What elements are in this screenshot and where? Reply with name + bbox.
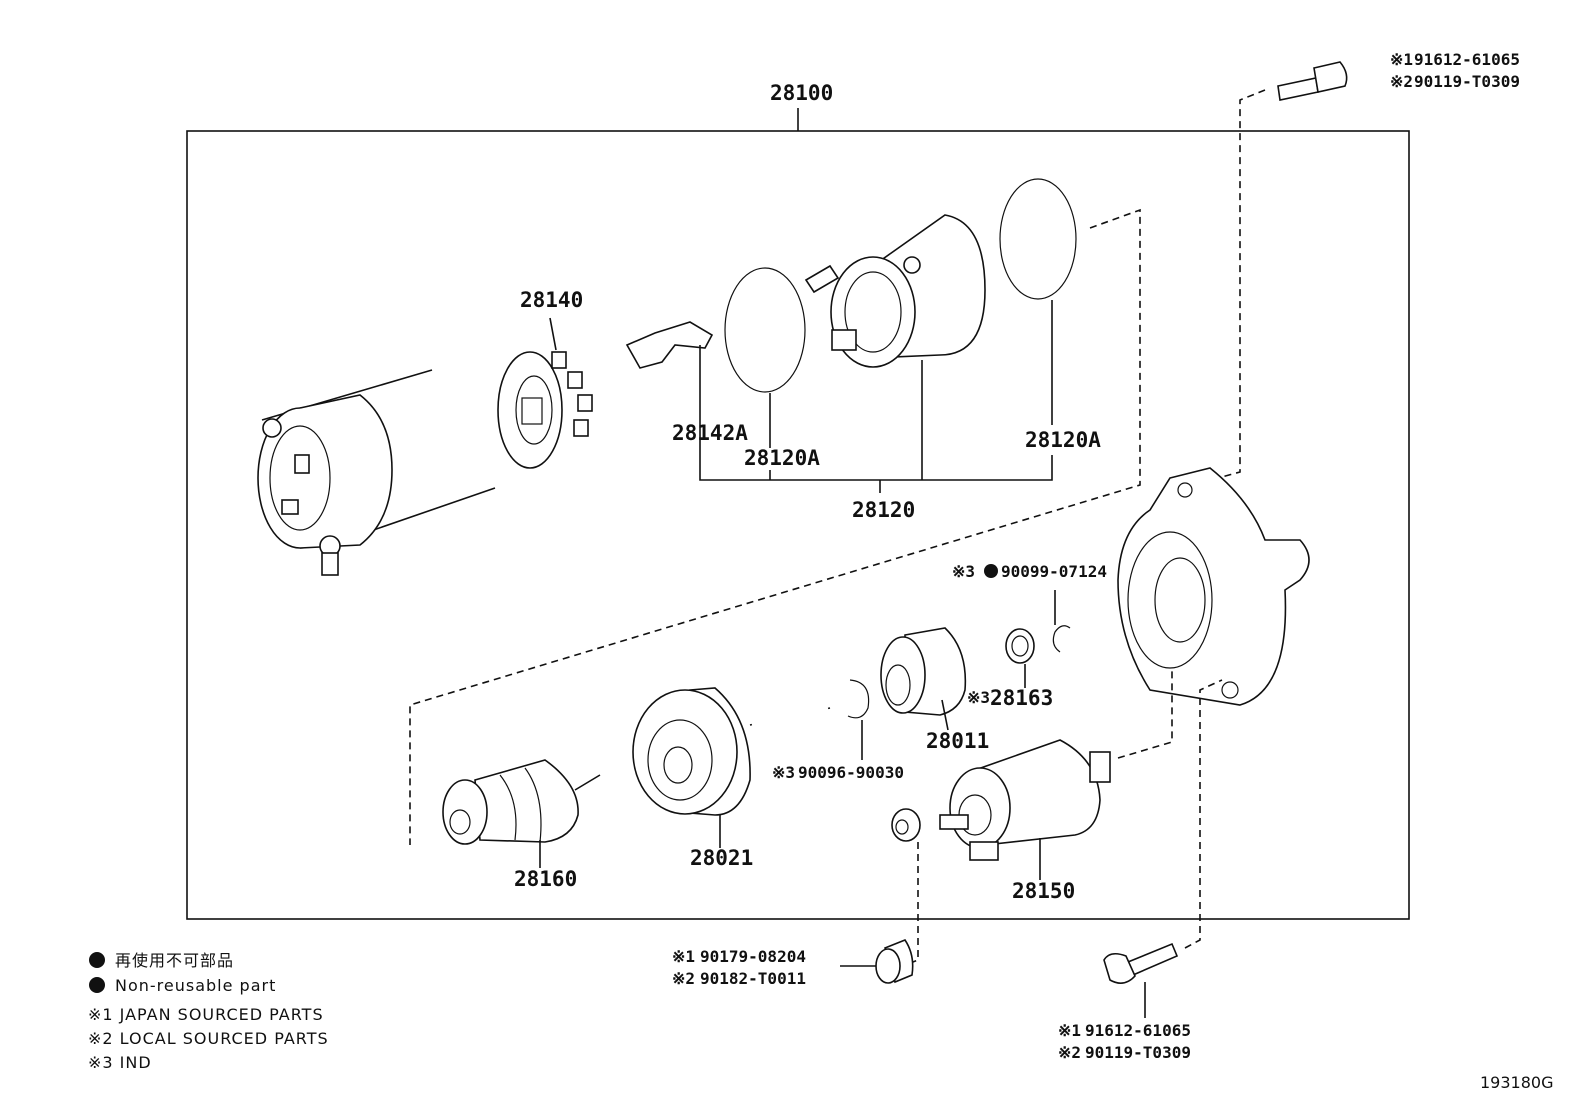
solenoid-28150[interactable] (939, 739, 1111, 861)
bolt-bottom-part[interactable] (1103, 942, 1179, 984)
shaft-28021[interactable] (632, 687, 831, 816)
callout-90096[interactable]: 90096-90030 (798, 763, 904, 782)
legend-note-3: ※3 IND (88, 1053, 152, 1072)
legend-dot-jp (89, 952, 105, 968)
callout-28163-mark: ※3 (967, 688, 990, 707)
bolt-bottom-mark-1: ※1 (1058, 1021, 1081, 1040)
legend-jp-nonreusable: 再使用不可部品 (115, 951, 234, 970)
nut-bottom-part[interactable] (875, 939, 914, 984)
o-ring-right[interactable] (999, 178, 1077, 300)
nut-mark-2: ※2 (672, 969, 695, 988)
drive-housing-part[interactable] (1117, 467, 1310, 706)
callout-28150[interactable]: 28150 (1012, 879, 1075, 903)
callout-28021[interactable]: 28021 (690, 846, 753, 870)
callout-28142A[interactable]: 28142A (672, 421, 748, 445)
bolt-top-part[interactable] (1277, 61, 1348, 101)
nut-partno-1[interactable]: 90179-08204 (700, 947, 806, 966)
o-ring-left[interactable] (724, 267, 806, 393)
yoke-part[interactable] (804, 214, 986, 368)
bolt-top-partno-1[interactable]: 91612-61065 (1414, 50, 1520, 69)
callout-28011[interactable]: 28011 (926, 729, 989, 753)
figure-id: 193180G (1480, 1073, 1553, 1092)
legend: 再使用不可部品 Non-reusable part ※1 JAPAN SOURC… (88, 951, 329, 1072)
assembly-part-number[interactable]: 28100 (770, 81, 833, 105)
bolt-bottom-mark-2: ※2 (1058, 1043, 1081, 1062)
clutch-28011[interactable] (880, 627, 967, 716)
bolt-bottom-partno-1[interactable]: 91612-61065 (1085, 1021, 1191, 1040)
armature-28160[interactable] (442, 759, 601, 845)
bolt-top-mark-2: ※2 (1390, 72, 1413, 91)
callout-90099-mark: ※3 (952, 562, 975, 581)
collar-28163[interactable] (1005, 628, 1035, 664)
end-frame-part[interactable] (257, 369, 496, 576)
bolt-top-partno-2[interactable]: 90119-T0309 (1414, 72, 1520, 91)
legend-note-1: ※1 JAPAN SOURCED PARTS (88, 1005, 324, 1024)
callout-28163[interactable]: 28163 (990, 686, 1053, 710)
legend-en-nonreusable: Non-reusable part (115, 976, 276, 995)
nonreusable-dot-90099 (984, 564, 998, 578)
callout-90096-mark: ※3 (772, 763, 795, 782)
plate-28142A[interactable] (625, 321, 714, 369)
callout-90099[interactable]: 90099-07124 (1001, 562, 1107, 581)
bolt-bottom-partno-2[interactable]: 90119-T0309 (1085, 1043, 1191, 1062)
snap-ring-90096[interactable] (847, 679, 870, 719)
nut-small-part[interactable] (891, 808, 921, 842)
callout-28160[interactable]: 28160 (514, 867, 577, 891)
legend-note-2: ※2 LOCAL SOURCED PARTS (88, 1029, 329, 1048)
nut-mark-1: ※1 (672, 947, 695, 966)
callout-28120A-left[interactable]: 28120A (744, 446, 820, 470)
callout-28140[interactable]: 28140 (520, 288, 583, 312)
callout-28120[interactable]: 28120 (852, 498, 915, 522)
nut-partno-2[interactable]: 90182-T0011 (700, 969, 806, 988)
legend-dot-en (89, 977, 105, 993)
snap-ring-90099[interactable] (1052, 625, 1071, 653)
callout-28120A-right[interactable]: 28120A (1025, 428, 1101, 452)
brush-holder-part[interactable] (497, 351, 593, 469)
bolt-top-mark-1: ※1 (1390, 50, 1413, 69)
